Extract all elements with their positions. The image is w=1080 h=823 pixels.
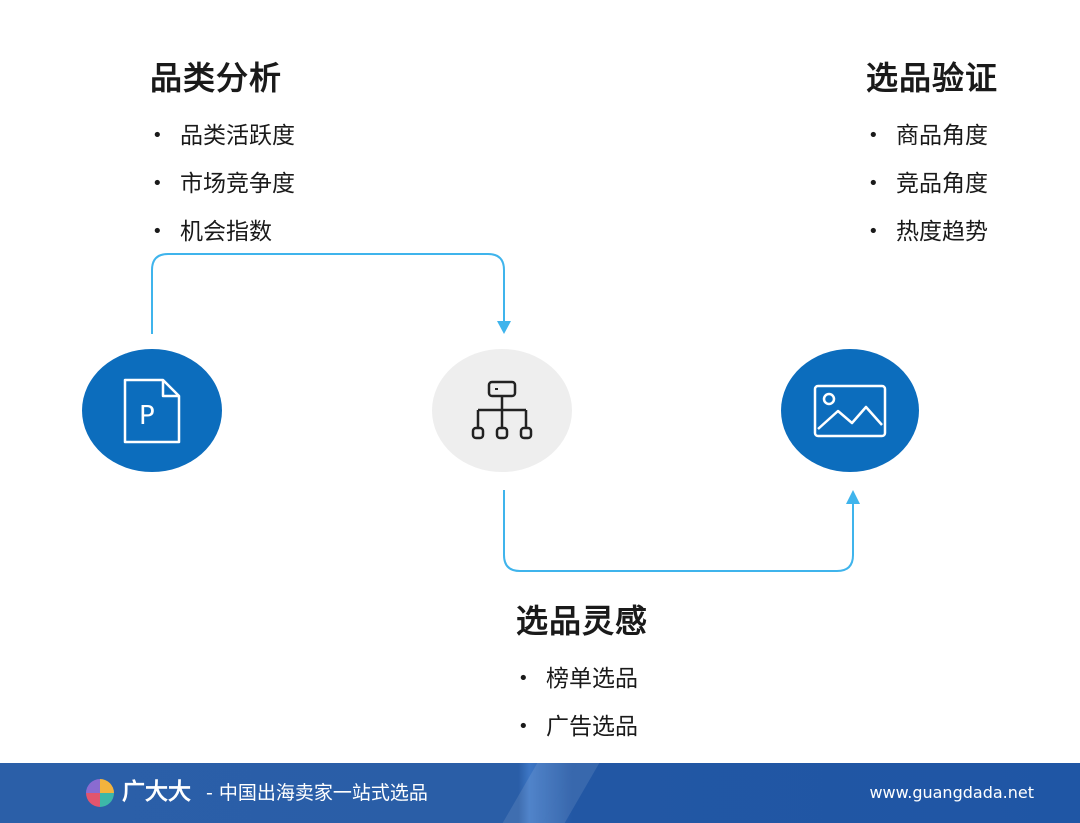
bullet-icon: • [868,221,879,242]
section-title: 选品验证 [866,59,999,97]
brand-slogan: - 中国出海卖家一站式选品 [206,782,428,804]
section-list: • 商品角度 • 竞品角度 • 热度趋势 [866,112,998,256]
list-item: • 广告选品 [516,703,648,751]
hierarchy-tree-icon [471,380,533,439]
list-item: • 品类活跃度 [150,112,295,160]
arrow-down-icon [497,321,511,334]
list-item: • 热度趋势 [866,208,998,256]
list-item-label: 机会指数 [180,219,272,245]
section-selection-inspiration: 选品灵感 • 榜单选品 • 广告选品 [516,601,648,751]
bullet-icon: • [152,173,163,194]
connector-top [151,253,505,334]
brand-logo-icon [86,779,114,807]
site-url-link[interactable]: www.guangdada.net [869,783,1034,802]
bullet-icon: • [152,125,163,146]
category-analysis-node: P [82,349,222,472]
list-item-label: 商品角度 [896,123,988,149]
section-title: 选品灵感 [516,602,649,640]
list-item-label: 广告选品 [546,714,638,740]
list-item: • 市场竞争度 [150,160,295,208]
list-item-label: 品类活跃度 [180,123,295,149]
list-item: • 机会指数 [150,208,295,256]
document-p-icon: P [123,378,181,443]
product-validation-node [781,349,919,472]
list-item: • 竞品角度 [866,160,998,208]
bullet-icon: • [868,173,879,194]
bullet-icon: • [518,716,529,737]
brand-name: 广大大 [122,779,191,805]
section-title: 品类分析 [150,59,283,97]
connector-bottom [503,490,854,572]
svg-text:P: P [139,401,155,431]
section-list: • 品类活跃度 • 市场竞争度 • 机会指数 [150,112,295,256]
bullet-icon: • [518,668,529,689]
arrow-up-icon [846,490,860,504]
image-picture-icon [813,384,887,437]
bullet-icon: • [152,221,163,242]
list-item-label: 竞品角度 [896,171,988,197]
selection-inspiration-node [432,349,572,472]
list-item: • 榜单选品 [516,655,648,703]
section-category-analysis: 品类分析 • 品类活跃度 • 市场竞争度 • 机会指数 [150,58,295,256]
list-item-label: 热度趋势 [896,219,988,245]
list-item: • 商品角度 [866,112,998,160]
list-item-label: 市场竞争度 [180,171,295,197]
footer-banner: 广大大 - 中国出海卖家一站式选品 www.guangdada.net [0,763,1080,823]
bullet-icon: • [868,125,879,146]
section-list: • 榜单选品 • 广告选品 [516,655,648,751]
section-product-validation: 选品验证 • 商品角度 • 竞品角度 • 热度趋势 [866,58,998,256]
list-item-label: 榜单选品 [546,666,638,692]
